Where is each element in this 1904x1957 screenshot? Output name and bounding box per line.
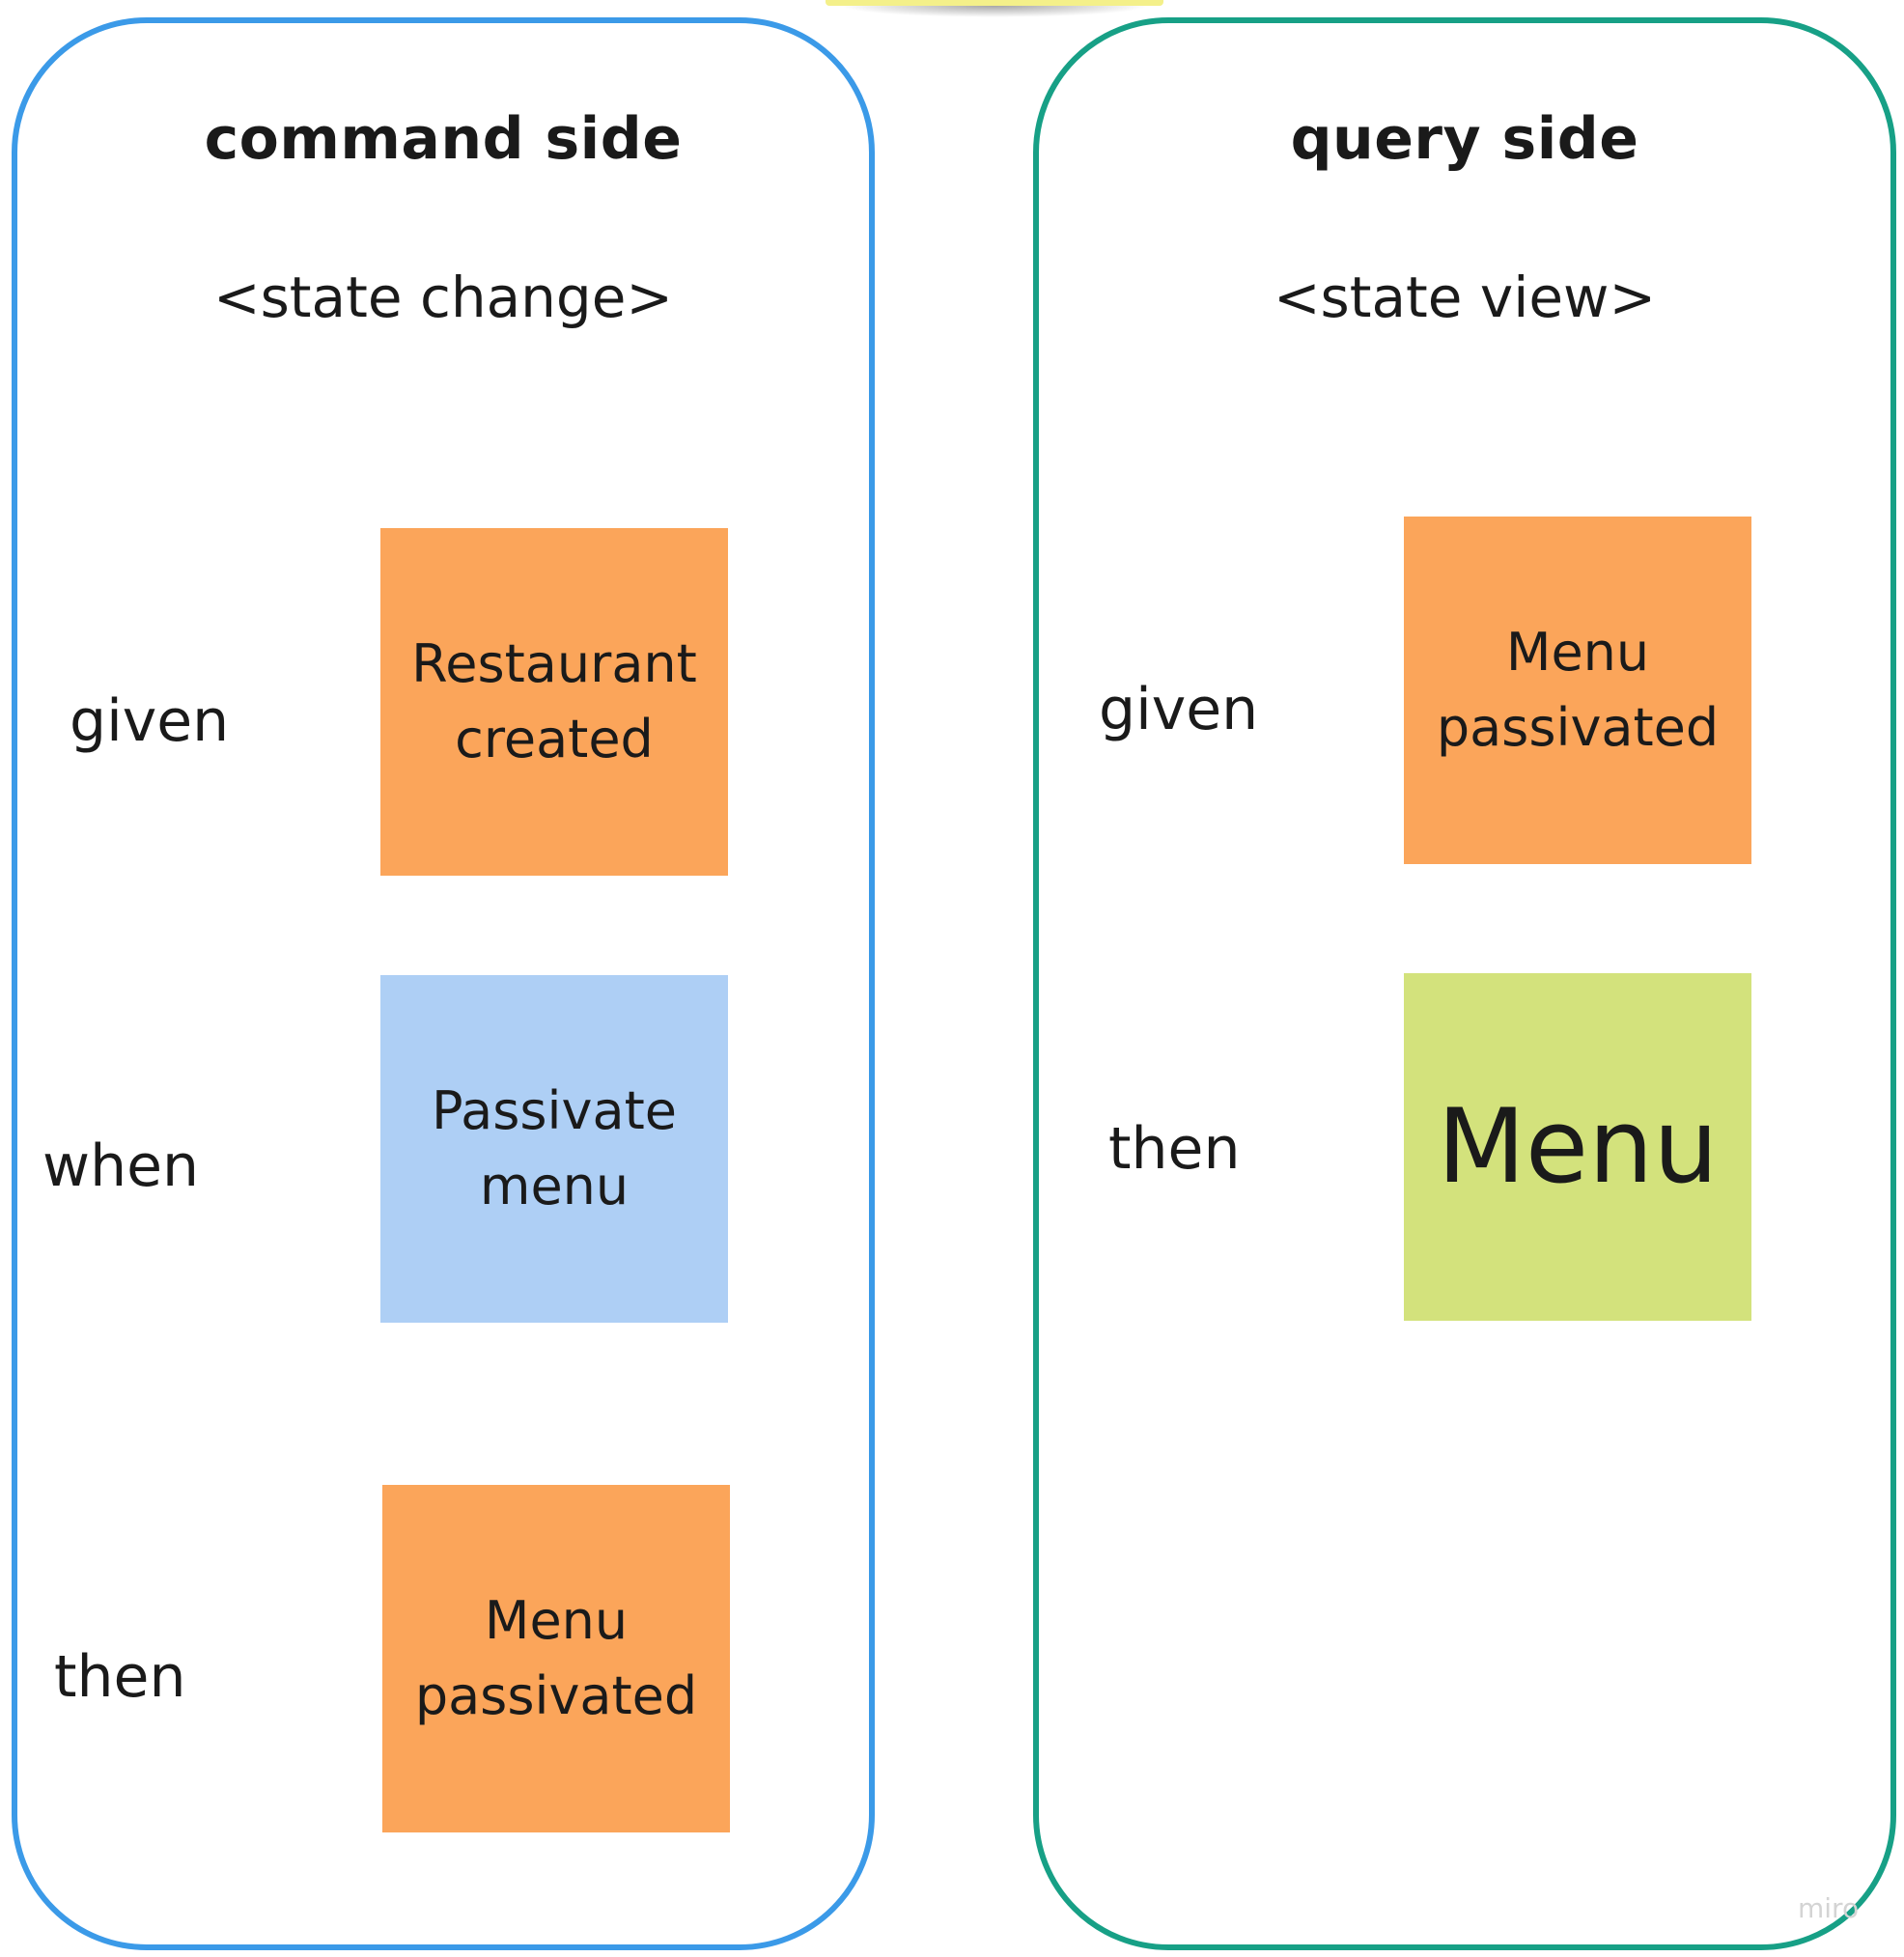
sticky-text: Menu passivated bbox=[414, 1589, 698, 1726]
command-side-frame[interactable]: command side <state change> bbox=[12, 17, 875, 1950]
query-side-frame[interactable]: query side <state view> bbox=[1033, 17, 1896, 1950]
sticky-text: Menu bbox=[1437, 1086, 1719, 1206]
sticky-restaurant-created[interactable]: Restaurant created bbox=[380, 528, 728, 891]
query-side-title: query side bbox=[1290, 105, 1639, 173]
sticky-menu-view[interactable]: Menu bbox=[1404, 973, 1751, 1336]
command-side-title: command side bbox=[204, 105, 683, 173]
sticky-text: Passivate menu bbox=[432, 1079, 677, 1216]
partial-sticky-top[interactable] bbox=[826, 0, 1163, 6]
sticky-passivate-menu[interactable]: Passivate menu bbox=[380, 975, 728, 1338]
query-then-label: then bbox=[1108, 1115, 1241, 1183]
sticky-text: Restaurant created bbox=[411, 632, 697, 769]
partial-sticky-top-shadow bbox=[840, 6, 1149, 17]
sticky-menu-passivated-query[interactable]: Menu passivated bbox=[1404, 517, 1751, 880]
command-given-label: given bbox=[70, 687, 230, 755]
sticky-menu-passivated-command[interactable]: Menu passivated bbox=[382, 1485, 730, 1848]
query-given-label: given bbox=[1099, 676, 1259, 743]
command-when-label: when bbox=[42, 1132, 200, 1200]
sticky-text: Menu passivated bbox=[1436, 621, 1720, 758]
miro-watermark: miro bbox=[1798, 1892, 1860, 1924]
command-then-label: then bbox=[54, 1643, 186, 1711]
command-side-subtitle: <state change> bbox=[212, 265, 673, 330]
query-side-subtitle: <state view> bbox=[1273, 265, 1657, 330]
